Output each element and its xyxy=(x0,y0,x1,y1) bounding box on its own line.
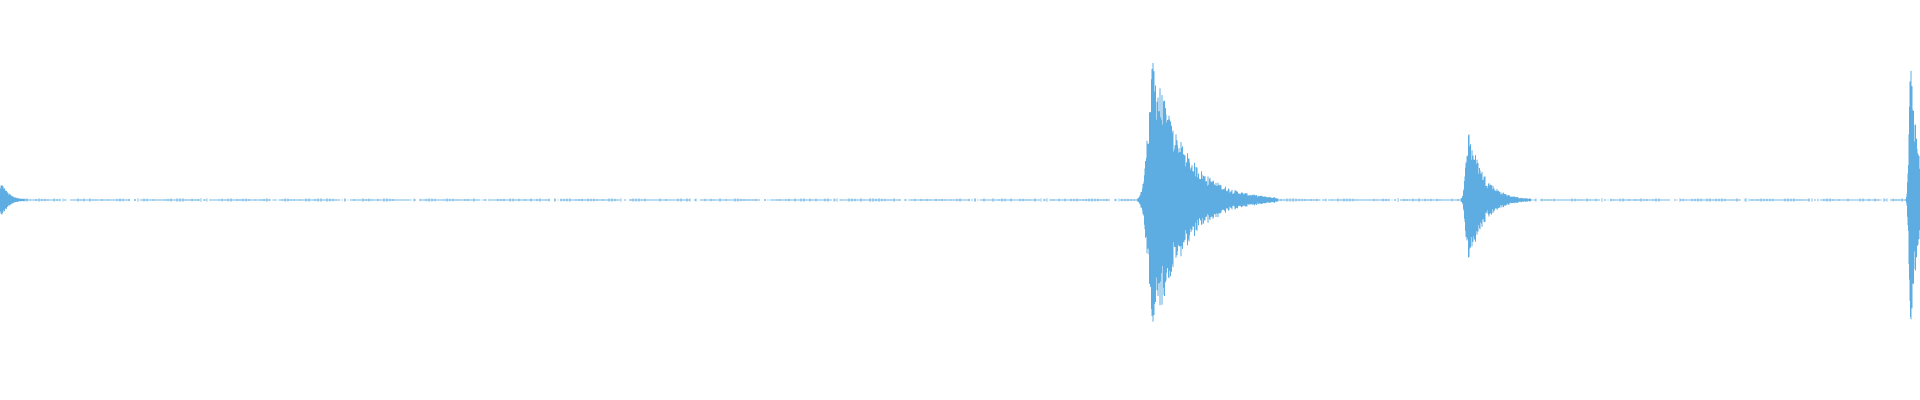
waveform-burst-2 xyxy=(1137,63,1278,322)
waveform-noise xyxy=(0,198,1918,202)
waveform-burst-3 xyxy=(1460,134,1532,258)
waveform-bursts xyxy=(0,63,1920,322)
waveform-burst-4 xyxy=(1905,70,1920,320)
waveform-burst-1 xyxy=(0,185,27,215)
